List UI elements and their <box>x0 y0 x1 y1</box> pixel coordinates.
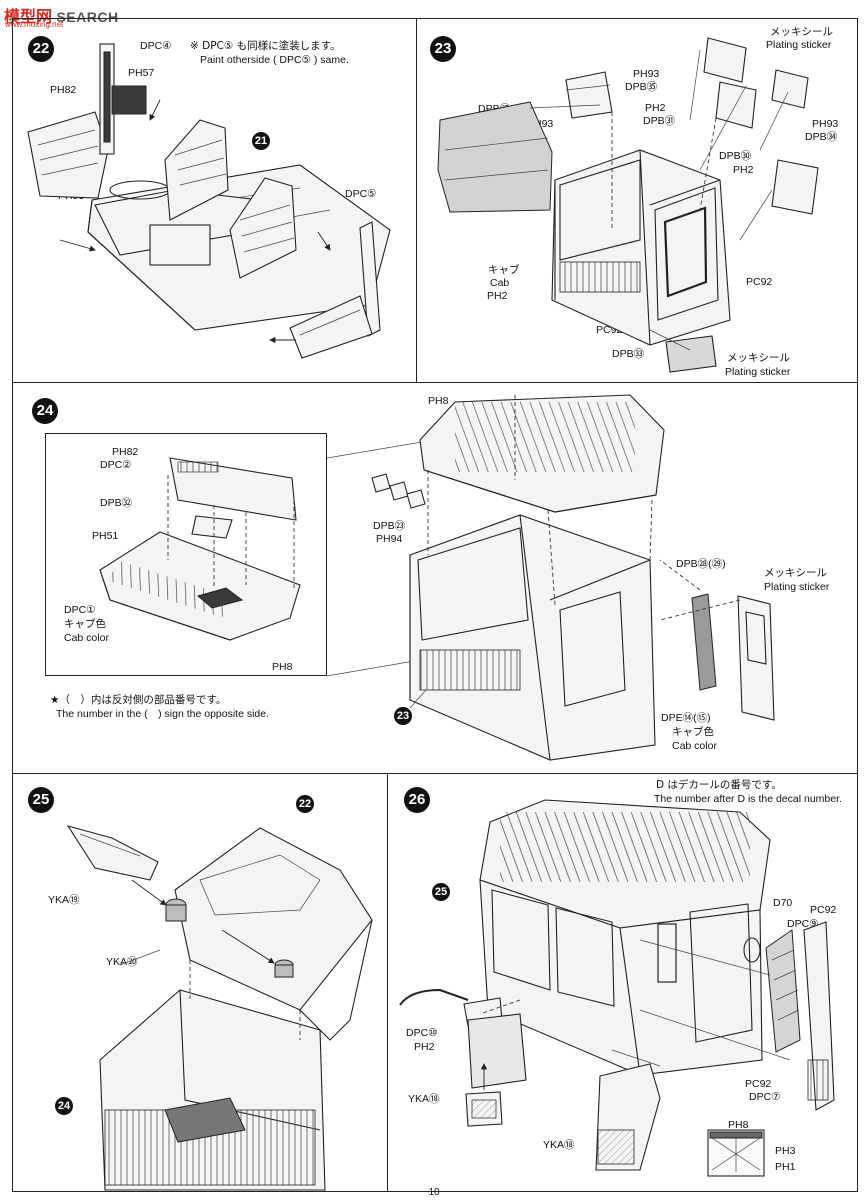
s24-label-dpe14: DPE⑭(⑮) <box>661 712 711 724</box>
s24-label-dpb23: DPB㉓ <box>373 520 406 532</box>
s24-label-cabcolor-jp: キャブ色 <box>64 618 106 630</box>
s24-label-ph51: PH51 <box>92 530 119 542</box>
s25-label-yka19: YKA⑲ <box>48 894 80 906</box>
s24-label-cabcolor2-jp: キャブ色 <box>672 726 714 738</box>
s25-ref-22: 22 <box>296 795 314 813</box>
s23-label-dpb34: DPB㉞ <box>805 131 838 143</box>
s23-label-plating-en: Plating sticker <box>766 39 832 51</box>
s26-label-ph3: PH3 <box>775 1145 796 1157</box>
s23-label-dpb30: DPB㉚ <box>719 150 752 162</box>
s26-note-en: The number after D is the decal number. <box>654 793 842 805</box>
step-number-24: 24 <box>32 398 58 424</box>
s25-drawing <box>66 825 373 1191</box>
s23-label-cab-jp: キャブ <box>488 264 520 276</box>
page-number: 10 <box>428 1187 440 1198</box>
s24-label-ph94: PH94 <box>376 533 403 545</box>
s23-label-ph2-b: PH2 <box>733 164 754 176</box>
s22-label-dpc4: DPC④ <box>140 40 172 52</box>
s24-label-dpb32: DPB㉜ <box>100 497 133 509</box>
s24-label-ph8-roof: PH8 <box>428 395 449 407</box>
s26-label-yka18-b: YKA⑱ <box>543 1139 575 1151</box>
s23-label-ph2-a: PH2 <box>645 102 666 114</box>
s22-note-en: Paint otherside ( DPC⑤ ) same. <box>200 54 349 66</box>
s26-label-d70: D70 <box>773 897 793 909</box>
s23-label-pc92-a: PC92 <box>746 276 773 288</box>
s24-label-dpc1: DPC① <box>64 604 96 616</box>
s23-label-dpb33: DPB㉝ <box>612 348 645 360</box>
s26-note-jp: D はデカールの番号です。 <box>656 779 782 791</box>
s26-label-pc92-a: PC92 <box>810 904 837 916</box>
s24-label-cabcolor-en: Cab color <box>64 632 109 644</box>
s23-label-dpb35: DPB㉟ <box>625 81 658 93</box>
s24-label-dpb28: DPB㉘(㉙) <box>676 558 726 570</box>
s26-ref-25: 25 <box>432 883 450 901</box>
s24-note-en: The number in the ( ) sign the opposite … <box>56 708 270 720</box>
watermark-brand: 模型网 <box>4 7 53 26</box>
s26-label-pc92-b: PC92 <box>745 1078 772 1090</box>
panel-frame <box>12 18 858 1192</box>
s23-label-plating2-en: Plating sticker <box>725 366 791 378</box>
s23-label-plating2-jp: メッキシール <box>727 352 790 364</box>
step-number-22: 22 <box>28 36 54 62</box>
s22-note-jp: ※ DPC⑤ も同様に塗装します。 <box>190 40 341 52</box>
s24-label-plating-en: Plating sticker <box>764 581 830 593</box>
s26-label-ph1: PH1 <box>775 1161 796 1173</box>
step-number-26: 26 <box>404 787 430 813</box>
divider-bottom <box>387 773 388 1192</box>
divider-row2 <box>12 773 858 774</box>
s22-label-ph82: PH82 <box>50 84 77 96</box>
watermark-search: SEARCH <box>56 9 119 25</box>
s24-label-cabcolor2-en: Cab color <box>672 740 717 752</box>
s24-detail-box <box>45 433 327 676</box>
s26-drawing <box>399 799 835 1177</box>
s26-label-ph8: PH8 <box>728 1119 749 1131</box>
s23-label-dpb31: DPB㉛ <box>643 115 676 127</box>
s22-label-ph57: PH57 <box>128 67 155 79</box>
s23-drawing <box>437 37 819 373</box>
s24-note-jp: ★（ ）内は反対側の部品番号です。 <box>50 694 227 706</box>
s25-label-yka20: YKA⑳ <box>106 956 138 968</box>
s24-label-ph82: PH82 <box>112 446 139 458</box>
s24-drawing <box>99 394 775 761</box>
s24-label-ph8-inner: PH8 <box>272 661 293 673</box>
watermark-site: www.moxing.net <box>5 20 64 29</box>
s23-label-plating-jp: メッキシール <box>770 26 833 38</box>
s23-label-ph93-c: PH93 <box>812 118 839 130</box>
divider-row1 <box>12 382 858 383</box>
s23-label-ph93-a: PH93 <box>633 68 660 80</box>
s22-ref-21: 21 <box>252 132 270 150</box>
s25-ref-24: 24 <box>55 1097 73 1115</box>
s26-label-dpc10: DPC⑩ <box>406 1027 438 1039</box>
s26-label-yka18-a: YKA⑱ <box>408 1093 440 1105</box>
watermark-logo: 模型网 SEARCH www.moxing.net <box>4 3 119 29</box>
s24-label-plating-jp: メッキシール <box>764 567 827 579</box>
s24-label-dpc2: DPC② <box>100 459 132 471</box>
s24-ref-23: 23 <box>394 707 412 725</box>
step-number-23: 23 <box>430 36 456 62</box>
s22-drawing <box>27 43 391 359</box>
divider-top <box>416 18 417 382</box>
s22-label-dpc5: DPC⑤ <box>345 188 377 200</box>
s26-label-dpc7: DPC⑦ <box>749 1091 781 1103</box>
step-number-25: 25 <box>28 787 54 813</box>
s23-label-ph2-c: PH2 <box>487 290 508 302</box>
s23-label-cab-en: Cab <box>490 277 510 289</box>
s26-label-ph2: PH2 <box>414 1041 435 1053</box>
